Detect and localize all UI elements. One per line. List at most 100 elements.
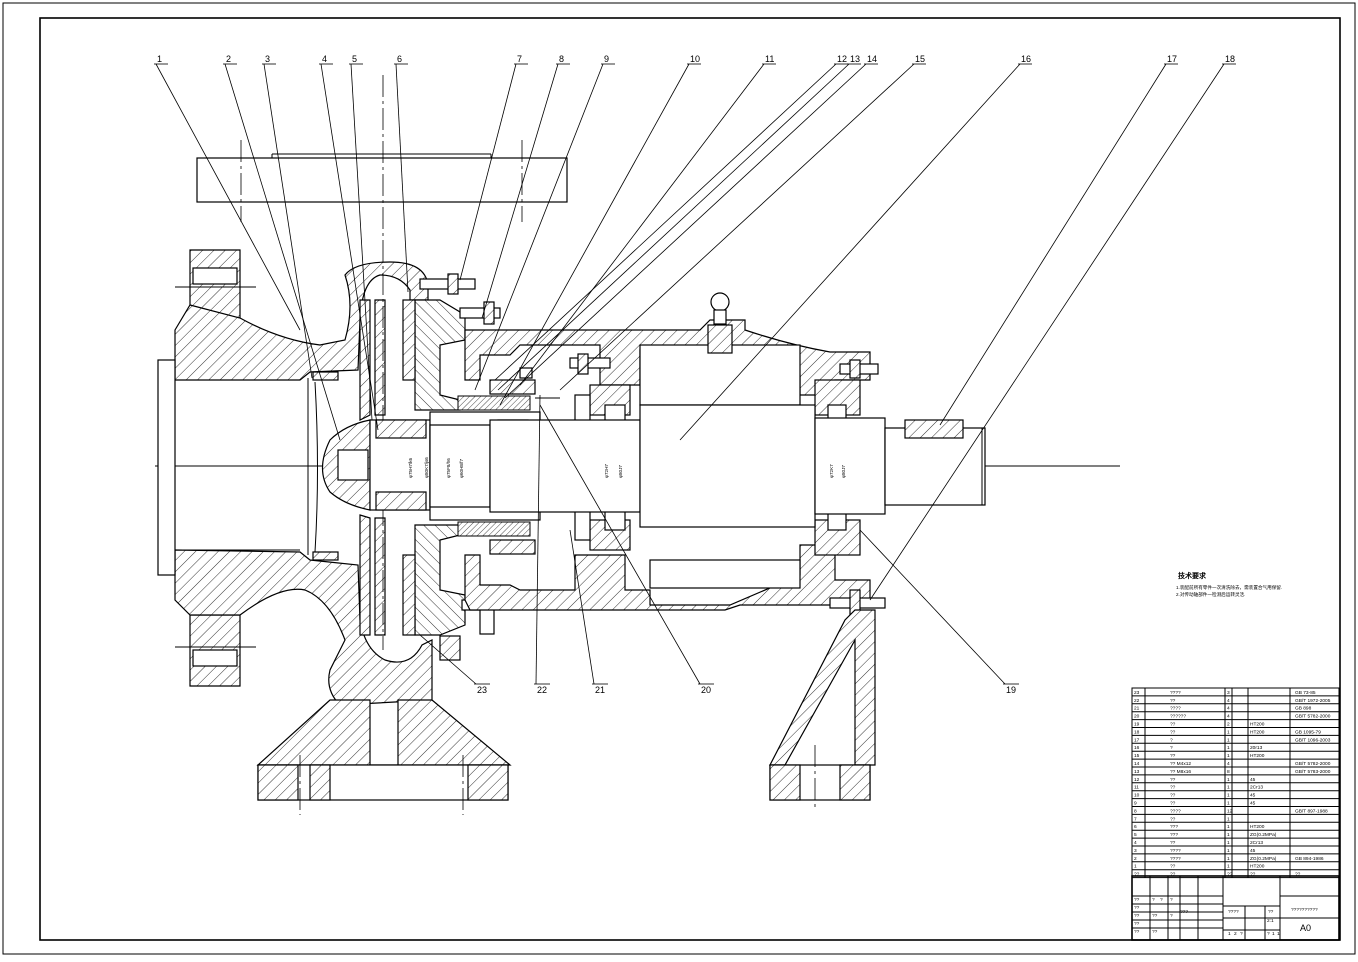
bom-cell: 15	[1134, 753, 1140, 759]
bom-cell: 6	[1134, 824, 1137, 830]
bom-cell: HT200	[1250, 824, 1265, 830]
bom-cell: ??	[1134, 872, 1140, 878]
bom-cell: 23	[1134, 690, 1140, 696]
bom-cell: GB 1095-79	[1295, 729, 1321, 735]
bom-cell: 4	[1227, 761, 1230, 767]
bom-cell: 5	[1134, 832, 1137, 838]
leader-line	[481, 63, 559, 319]
title-block-cell: ?	[1170, 897, 1173, 903]
drawing-title: ??????????	[1291, 907, 1318, 913]
part-number-label: 16	[1021, 54, 1031, 64]
bom-cell: 1	[1134, 864, 1137, 870]
title-block-cell: 1	[1272, 931, 1275, 937]
part-number-label: 21	[595, 685, 605, 695]
bom-cell: ??	[1170, 864, 1176, 870]
bom-cell: 11	[1134, 785, 1139, 791]
title-block-cell: ?	[1160, 897, 1163, 903]
bom-cell: ?? M8x16	[1170, 769, 1191, 775]
fit-tolerance-label: φ72H7	[604, 464, 609, 478]
bom-cell: 1	[1227, 753, 1230, 759]
bom-cell: GB/T 1096-2003	[1295, 737, 1331, 743]
part-number-label: 15	[915, 54, 925, 64]
leader-line	[263, 63, 313, 379]
fit-tolerance-label: φ75H7/k6	[408, 457, 413, 478]
bom-cell: GB 894-1986	[1295, 856, 1324, 862]
part-number-label: 1	[157, 54, 162, 64]
pump-cover	[402, 273, 501, 661]
bom-cell: 20r13	[1250, 745, 1263, 751]
bom-cell: ???	[1170, 824, 1178, 830]
leader-line	[224, 63, 341, 441]
leader-line	[494, 63, 837, 381]
title-block-cell: ??	[1134, 897, 1140, 903]
title-block-cell: ?	[1267, 931, 1270, 937]
title-block-cell: ??	[1134, 929, 1140, 935]
bom-cell: 4	[1227, 698, 1230, 704]
bom-cell: ??	[1170, 753, 1176, 759]
bom-cell: ???	[1170, 832, 1178, 838]
part-number-label: 8	[559, 54, 564, 64]
part-number-label: 22	[537, 685, 547, 695]
leader-line	[155, 63, 301, 331]
sheet-size: A0	[1300, 923, 1311, 933]
part-number-label: 14	[867, 54, 877, 64]
bom-cell: ZG(0.2MPa)	[1250, 856, 1277, 862]
bom-cell: 21	[1134, 706, 1140, 712]
bom-cell: 4	[1227, 714, 1230, 720]
bom-cell: GB/T 5782-2000	[1295, 714, 1331, 720]
title-block: ?????????? A0 2:1 ??????????????????????…	[1131, 875, 1340, 941]
part-number-label: 17	[1167, 54, 1177, 64]
bom-cell: ??????	[1170, 714, 1186, 720]
title-block-cell: ??	[1134, 905, 1140, 911]
bom-cell: 18	[1134, 729, 1140, 735]
part-number-label: 12	[837, 54, 847, 64]
bom-cell: 4	[1227, 706, 1230, 712]
leader-line	[504, 63, 867, 399]
bom-cell: 1	[1227, 864, 1230, 870]
tech-req-line-1: 1.装配前所有零件一次清洗除去，需装置合气用保留.	[1176, 584, 1282, 591]
impeller	[321, 75, 386, 650]
title-block-cell: ??	[1134, 921, 1140, 927]
tech-req-line-2: 2.对传动轴部件一检测后运转灵活.	[1176, 591, 1245, 598]
bom-cell: 3	[1134, 848, 1137, 854]
bom-cell: HT200	[1250, 722, 1265, 728]
part-number-label: 6	[397, 54, 402, 64]
bom-cell: 10	[1134, 793, 1140, 799]
bearing-bracket	[464, 292, 886, 617]
bom-cell: 19	[1134, 722, 1140, 728]
bom-cell: 1	[1227, 729, 1230, 735]
bom-cell: GB/T 5783-2000	[1295, 769, 1331, 775]
bom-cell: GB 73-85	[1295, 690, 1316, 696]
bom-cell: ????	[1170, 848, 1181, 854]
tech-req-title: 技术要求	[1178, 571, 1207, 580]
bom-cell: 1	[1227, 856, 1230, 862]
leader-line	[869, 63, 1225, 601]
leader-line	[535, 394, 541, 685]
part-number-label: 11	[765, 54, 774, 64]
leader-line	[320, 63, 379, 431]
bom-cell: ????	[1170, 856, 1181, 862]
bom-cell: 1	[1227, 848, 1230, 854]
fit-tolerance-label: φ72K7	[829, 464, 834, 478]
fit-tolerance-label: φ80J7	[841, 465, 846, 478]
leader-line	[474, 63, 604, 391]
part-number-label: 10	[690, 54, 700, 64]
fit-tolerance-label: φ80K7/js6	[424, 457, 429, 478]
bom-cell: 1	[1227, 816, 1230, 822]
